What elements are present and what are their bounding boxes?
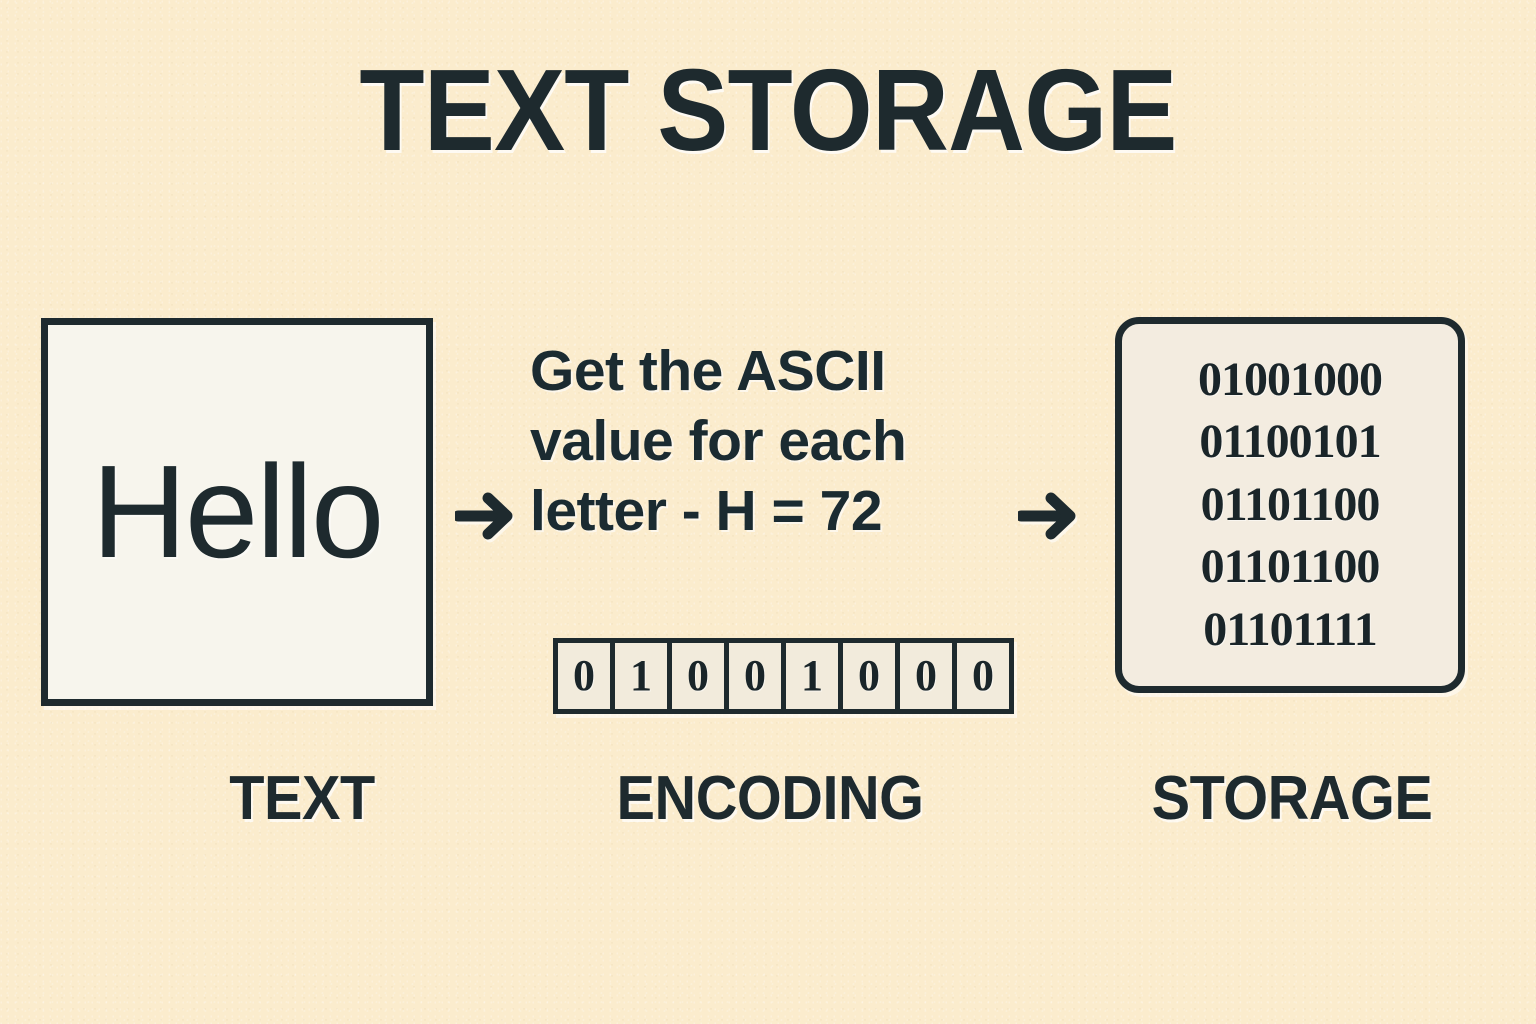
bit-cell: 0	[672, 643, 724, 709]
bit-strip: 0 1 0 0 1 0 0 0	[553, 638, 1014, 714]
bit-cell: 0	[843, 643, 895, 709]
bit-cell: 0	[729, 643, 781, 709]
storage-panel: 01001000 01100101 01101100 01101100 0110…	[1115, 317, 1465, 693]
encoding-caption: Get the ASCII value for each letter - H …	[530, 336, 1020, 546]
bit-cell: 0	[900, 643, 952, 709]
stage-label-storage: STORAGE	[1151, 764, 1433, 833]
binary-row: 01001000	[1198, 353, 1383, 407]
arrow-right-icon	[1018, 487, 1080, 545]
bit-cell: 0	[957, 643, 1009, 709]
encoding-caption-line-3: letter - H = 72	[530, 479, 883, 544]
encoding-caption-line-2: value for each	[530, 409, 907, 474]
binary-row: 01100101	[1199, 415, 1381, 469]
bit-cell: 0	[558, 643, 610, 709]
binary-row: 01101111	[1203, 602, 1377, 656]
encoding-caption-line-1: Get the ASCII	[530, 339, 886, 403]
binary-row: 01101100	[1200, 477, 1381, 531]
arrow-right-icon	[455, 487, 517, 545]
stage-label-encoding: ENCODING	[616, 764, 924, 833]
bit-cell: 1	[615, 643, 667, 709]
binary-row: 01101100	[1200, 540, 1381, 594]
sample-text: Hello	[91, 438, 385, 585]
text-panel: Hello	[41, 318, 433, 706]
stage-label-text: TEXT	[229, 764, 375, 833]
page-title: TEXT STORAGE	[359, 45, 1177, 175]
bit-cell: 1	[786, 643, 838, 709]
